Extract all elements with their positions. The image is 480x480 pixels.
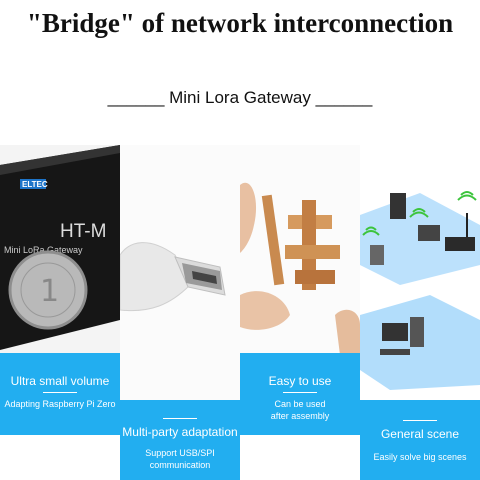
panel-multi-party-adaptation: Multi-party adaptation Support USB/SPI c…: [120, 145, 240, 480]
label-easy-to-use: Easy to use Can be used after assembly: [240, 353, 360, 435]
gateway-device-photo: ELTEC HT-M Mini LoRa Gateway 1: [0, 145, 120, 355]
panel-title: Ultra small volume: [10, 374, 110, 388]
network-scene-illustration: [360, 145, 480, 400]
panel-desc-line-1: Support USB/SPI: [145, 448, 215, 458]
panel-easy-to-use: Easy to use Can be used after assembly: [240, 145, 360, 435]
panel-desc: Adapting Raspberry Pi Zero: [4, 399, 116, 409]
monitor-icon: [418, 225, 440, 241]
svg-text:1: 1: [40, 274, 59, 309]
usb-connector-photo: [120, 145, 240, 400]
wifi-icon: [457, 191, 477, 201]
desktop-tower-icon: [410, 317, 424, 347]
brand-text: ELTEC: [22, 180, 48, 189]
panel-title: Multi-party adaptation: [122, 425, 238, 439]
device-model-text: HT-M: [60, 221, 106, 242]
divider: [403, 420, 437, 421]
divider: [163, 418, 197, 419]
phone-icon: [370, 245, 384, 265]
device-name-text: Mini LoRa Gateway: [4, 245, 83, 255]
page-title: "Bridge" of network interconnection: [26, 8, 454, 38]
wifi-icon: [409, 208, 429, 218]
divider: [43, 392, 77, 393]
page-subtitle: ______ Mini Lora Gateway ______: [107, 88, 373, 107]
panel-general-scene: General scene Easily solve big scenes: [360, 145, 480, 480]
wooden-puzzle-photo: [240, 145, 360, 355]
router-icon: [445, 237, 475, 251]
server-icon: [390, 193, 406, 219]
desktop-monitor-icon: [382, 323, 408, 341]
wifi-icon: [362, 226, 380, 236]
divider: [283, 392, 317, 393]
panel-title: General scene: [380, 427, 460, 441]
panel-ultra-small-volume: ELTEC HT-M Mini LoRa Gateway 1 Ultra sma…: [0, 145, 120, 435]
label-general-scene: General scene Easily solve big scenes: [360, 400, 480, 480]
panel-desc-line-1: Can be used: [274, 399, 326, 409]
label-ultra-small-volume: Ultra small volume Adapting Raspberry Pi…: [0, 353, 120, 435]
panel-desc-line-2: communication: [149, 460, 211, 470]
panel-desc-line-2: after assembly: [270, 411, 330, 421]
panel-title: Easy to use: [268, 374, 332, 388]
panel-desc: Easily solve big scenes: [373, 452, 467, 462]
keyboard-icon: [380, 349, 410, 355]
label-multi-party-adaptation: Multi-party adaptation Support USB/SPI c…: [120, 400, 240, 480]
